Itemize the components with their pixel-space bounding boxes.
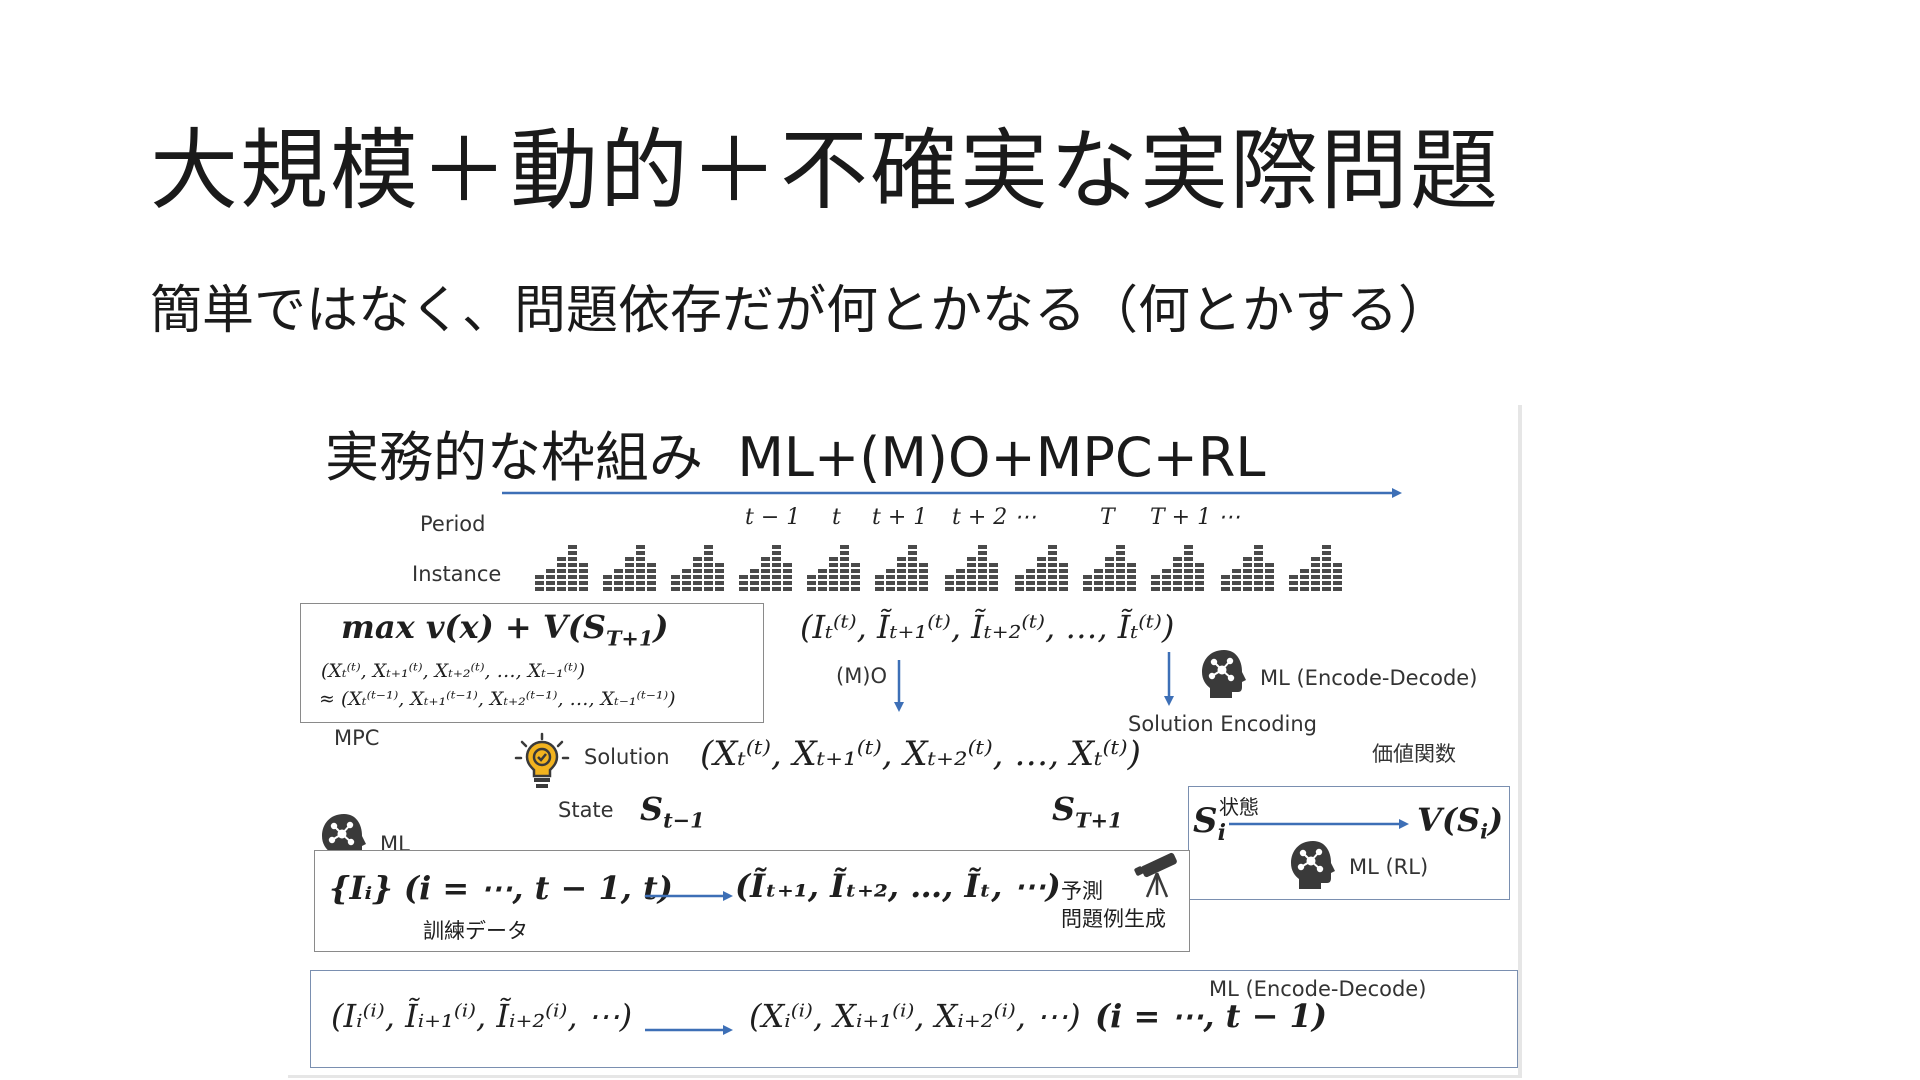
- rl-arrow: [1229, 819, 1409, 829]
- period-tick: t + 2 ⋯: [952, 505, 1037, 530]
- rl-si: Si: [1193, 801, 1226, 846]
- solution-label: Solution: [584, 745, 670, 769]
- training-data-label: 訓練データ: [423, 919, 528, 943]
- rl-box: 状態 Si V(Si) ML (RL): [1188, 786, 1510, 900]
- bottom-solution-sequence: (Xᵢ⁽ⁱ⁾, Xᵢ₊₁⁽ⁱ⁾, Xᵢ₊₂⁽ⁱ⁾, ⋯): [749, 997, 1081, 1035]
- approx-line-1: (Xₜ⁽ᵗ⁾, Xₜ₊₁⁽ᵗ⁾, Xₜ₊₂⁽ᵗ⁾, …, Xₜ₋₁⁽ᵗ⁾): [321, 660, 585, 682]
- diagram-heading: 実務的な枠組み ML+(M)O+MPC+RL: [325, 426, 1266, 489]
- brain-head-icon: [1291, 841, 1335, 889]
- period-tick: t: [832, 505, 841, 530]
- encoding-arrow: [1164, 652, 1174, 706]
- ml-rl-label: ML (RL): [1349, 855, 1429, 879]
- mo-arrow: [894, 660, 904, 712]
- bottom-arrow: [645, 1025, 733, 1035]
- forecast-box: {Iᵢ} (i = ⋯, t − 1, t) 訓練データ (Ĩₜ₊₁, Ĩₜ₊₂…: [314, 850, 1190, 952]
- mpc-label: MPC: [334, 726, 380, 750]
- state-next: ST+1: [1052, 790, 1123, 833]
- instance-label: Instance: [412, 562, 502, 586]
- timeline-arrow: [502, 488, 1402, 498]
- rl-state-label: 状態: [1219, 795, 1259, 819]
- bottom-instance-sequence: (Iᵢ⁽ⁱ⁾, Ĩᵢ₊₁⁽ⁱ⁾, Ĩᵢ₊₂⁽ⁱ⁾, ⋯): [331, 997, 633, 1035]
- instance-icons-row: [535, 545, 1342, 591]
- forecast-sequence: (Ĩₜ₊₁, Ĩₜ₊₂, …, Ĩₜ, ⋯): [735, 867, 1061, 905]
- solution-encoding-label: Solution Encoding: [1128, 712, 1317, 736]
- approx-line-2: ≈ (Xₜ⁽ᵗ⁻¹⁾, Xₜ₊₁⁽ᵗ⁻¹⁾, Xₜ₊₂⁽ᵗ⁻¹⁾, …, Xₜ₋…: [319, 688, 676, 710]
- diagram-panel: [288, 405, 1522, 1078]
- forecast-arrow: [645, 891, 733, 901]
- period-tick: T: [1100, 505, 1115, 530]
- brain-head-icon: [1202, 650, 1246, 698]
- telescope-icon: [1134, 852, 1177, 898]
- bottom-ml-label: ML (Encode-Decode): [1209, 977, 1427, 1001]
- period-tick: t − 1: [745, 505, 801, 530]
- period-tick: t + 1: [872, 505, 928, 530]
- state-prev: St−1: [640, 790, 705, 833]
- mo-label: (M)O: [836, 664, 888, 688]
- forecast-label: 予測: [1061, 879, 1103, 903]
- ml-encode-decode-label: ML (Encode-Decode): [1260, 666, 1478, 690]
- instance-generation-label: 問題例生成: [1061, 907, 1166, 931]
- training-set: {Iᵢ} (i = ⋯, t − 1, t): [329, 869, 673, 907]
- slide-title: 大規模＋動的＋不確実な実際問題: [150, 119, 1501, 222]
- objective-formula: max v(x) + V(ST+1): [341, 608, 669, 651]
- period-label: Period: [420, 512, 486, 536]
- mpc-objective-box: max v(x) + V(ST+1) (Xₜ⁽ᵗ⁾, Xₜ₊₁⁽ᵗ⁾, Xₜ₊₂…: [300, 603, 764, 723]
- bottom-index-range: (i = ⋯, t − 1): [1095, 997, 1327, 1035]
- solution-sequence: (Xₜ⁽ᵗ⁾, Xₜ₊₁⁽ᵗ⁾, Xₜ₊₂⁽ᵗ⁾, …, Xₜ⁽ᵗ⁾): [700, 734, 1141, 774]
- state-label: State: [558, 798, 614, 822]
- lightbulb-icon: [514, 732, 570, 788]
- period-tick: T + 1 ⋯: [1150, 505, 1241, 530]
- slide-subtitle: 簡単ではなく、問題依存だが何とかなる（何とかする）: [150, 281, 1451, 341]
- value-function-label: 価値関数: [1372, 742, 1456, 766]
- encode-decode-box: ML (Encode-Decode) (Iᵢ⁽ⁱ⁾, Ĩᵢ₊₁⁽ⁱ⁾, Ĩᵢ₊₂…: [310, 970, 1518, 1068]
- instance-sequence: (Iₜ⁽ᵗ⁾, Ĩₜ₊₁⁽ᵗ⁾, Ĩₜ₊₂⁽ᵗ⁾, …, Ĩₜ⁽ᵗ⁾): [800, 608, 1175, 646]
- rl-vsi: V(Si): [1417, 801, 1504, 844]
